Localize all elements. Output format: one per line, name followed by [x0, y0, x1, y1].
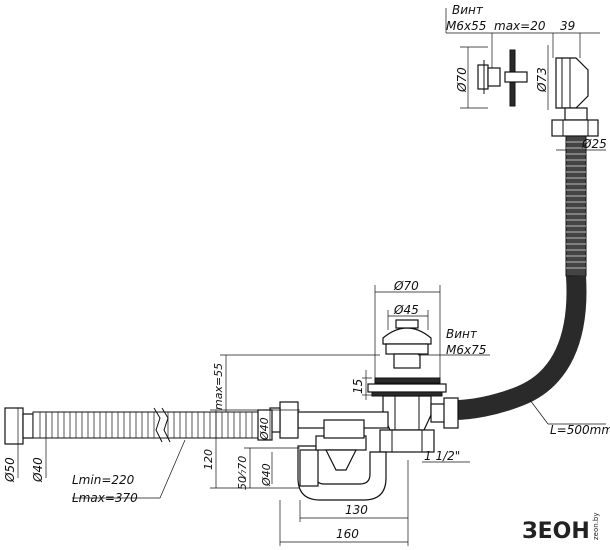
label-dia-40-a: Ø40 [258, 417, 271, 441]
label-lmin: Lmin=220 [72, 473, 135, 487]
siphon-body [269, 401, 389, 501]
label-max-55: max=55 [212, 363, 225, 410]
brand-logo: ЗЕОН zeon.by [522, 512, 600, 544]
label-dia-70-top: Ø70 [455, 67, 469, 93]
label-dia-45: Ø45 [393, 303, 419, 317]
label-screw-mid-title: Винт [446, 327, 478, 341]
label-dia-70-mid: Ø70 [393, 279, 419, 293]
label-dia-25: Ø25 [581, 137, 607, 151]
label-dia-50: Ø50 [3, 457, 17, 483]
label-lmax: Lmax=370 [72, 491, 138, 505]
label-screw-mid-size: M6x75 [446, 343, 486, 357]
label-hose-length: L=500mm [550, 423, 610, 437]
label-dim-15: 15 [351, 379, 365, 394]
brand-name: ЗЕОН [522, 519, 590, 544]
brand-sub: zeon.by [592, 512, 600, 540]
label-dim-120: 120 [202, 449, 215, 470]
label-max-top: max=20 [494, 19, 546, 33]
label-dia-40-left: Ø40 [31, 457, 45, 483]
label-dim-160: 160 [336, 527, 359, 541]
label-dia-73: Ø73 [535, 67, 549, 93]
label-dim-130: 130 [345, 503, 368, 517]
drain-hose [4, 407, 273, 445]
label-screw-top-size: M6x55 [446, 19, 486, 33]
label-thread: 1 1/2" [424, 449, 460, 463]
label-dim-50-70: 50⁄₇70 [236, 456, 249, 490]
label-dia-40-b: Ø40 [260, 463, 273, 487]
overflow-assembly [445, 8, 600, 137]
label-screw-top-title: Винт [452, 3, 484, 17]
drain-assembly [362, 285, 490, 463]
label-dim-39: 39 [560, 19, 575, 33]
overflow-hose [454, 135, 587, 420]
